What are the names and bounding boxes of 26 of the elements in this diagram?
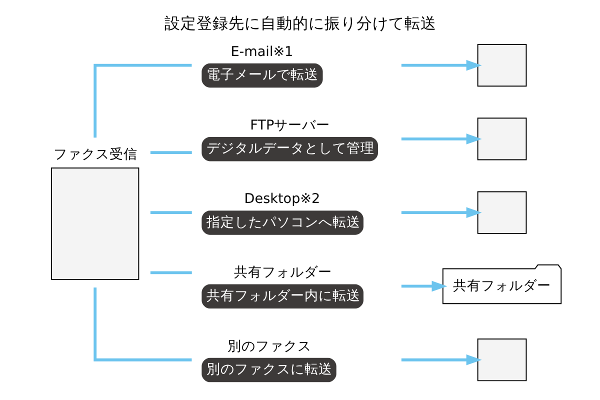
node-box: 別のファクスに転送	[201, 358, 336, 382]
connector	[93, 64, 192, 138]
arrow	[400, 354, 482, 366]
node-label: FTPサーバー	[250, 117, 330, 134]
node-box: 共有フォルダー内に転送	[201, 284, 363, 309]
node-label: 共有フォルダー	[234, 264, 332, 281]
arrow	[400, 280, 447, 292]
arrow	[400, 207, 482, 218]
connector	[93, 288, 192, 362]
arrow	[400, 134, 482, 144]
arrow	[400, 60, 482, 71]
node-box	[476, 44, 526, 87]
node-label: Desktop※2	[244, 191, 320, 208]
node-label: ファクス受信	[52, 146, 137, 163]
connector	[150, 271, 192, 274]
node-box	[476, 191, 526, 234]
connector	[150, 211, 192, 214]
diagram-title: 設定登録先に自動的に振り分けて転送	[164, 14, 436, 32]
node-box	[476, 338, 526, 382]
node-label: E-mail※1	[230, 44, 293, 60]
node-box	[476, 118, 526, 160]
node-box: 指定したパソコンへ転送	[201, 210, 363, 235]
connector	[150, 151, 192, 154]
node-label: 別のファクス	[226, 338, 311, 354]
node-box: 電子メールで転送	[201, 63, 322, 88]
node-box: デジタルデータとして管理	[201, 137, 378, 162]
